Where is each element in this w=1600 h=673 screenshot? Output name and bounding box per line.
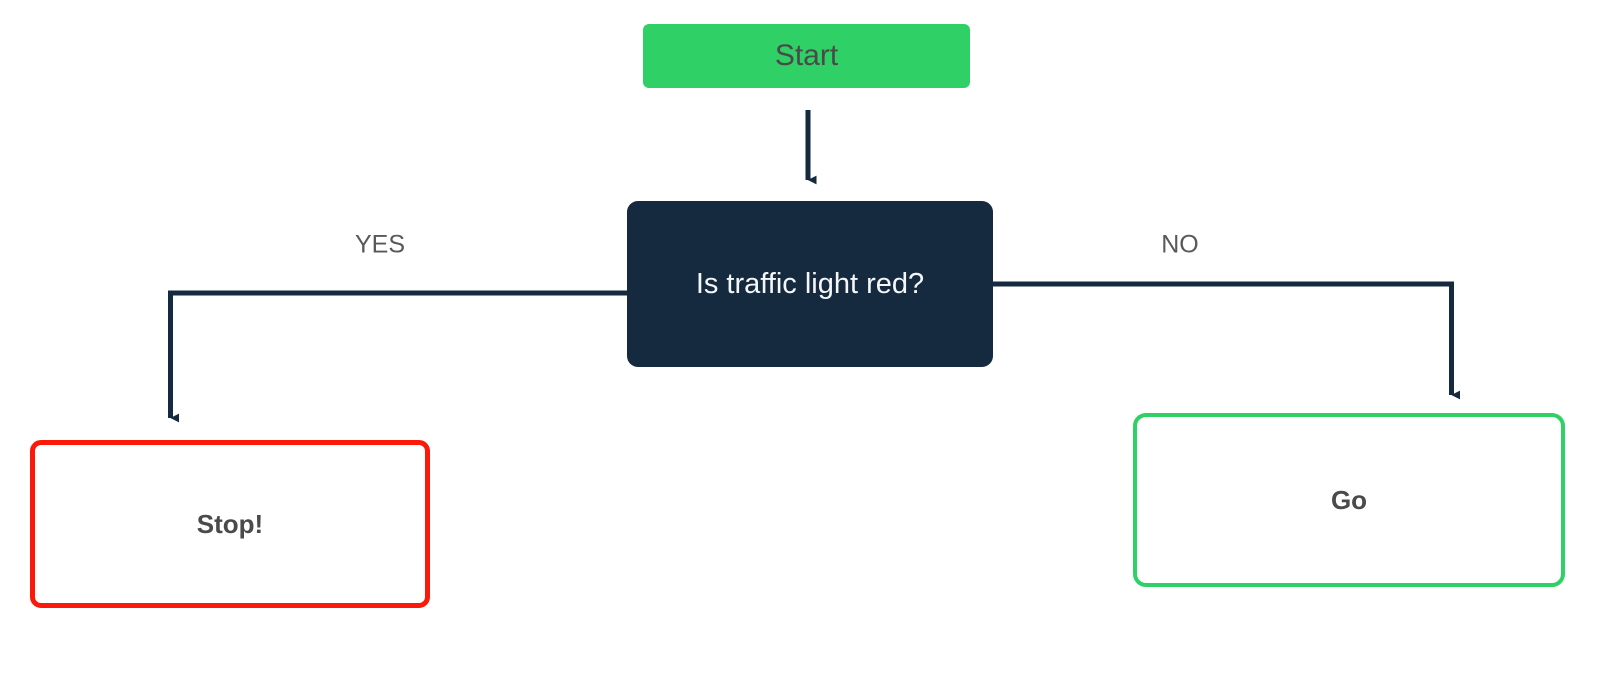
node-start-label: Start xyxy=(774,39,839,72)
node-go-label: Go xyxy=(1330,484,1368,515)
node-go[interactable]: Go xyxy=(1133,413,1565,587)
node-decision[interactable]: Is traffic light red? xyxy=(627,201,993,367)
edge-label-yes: YES xyxy=(354,230,406,259)
node-start[interactable]: Start xyxy=(643,24,970,88)
node-stop-label: Stop! xyxy=(196,508,264,539)
node-decision-label: Is traffic light red? xyxy=(695,267,925,300)
connector-decision-to-stop xyxy=(168,290,627,423)
node-stop[interactable]: Stop! xyxy=(30,440,430,608)
connector-decision-to-go xyxy=(993,281,1461,400)
edge-label-no: NO xyxy=(1161,230,1199,259)
